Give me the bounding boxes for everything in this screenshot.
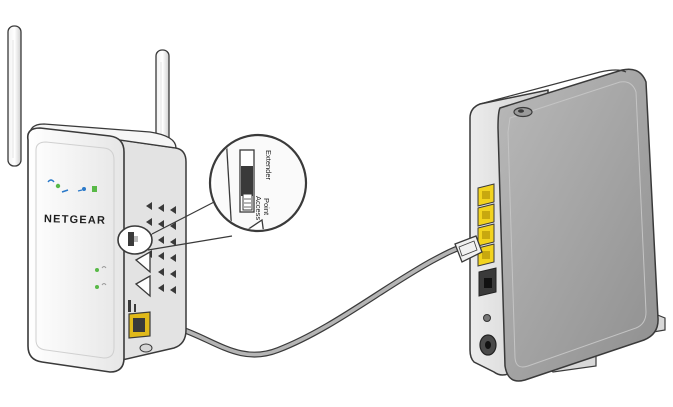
callout-label-point: Point xyxy=(262,198,271,216)
extender-power-socket xyxy=(140,344,152,352)
brand-logo: NETGEAR xyxy=(44,213,106,227)
side-marking xyxy=(134,304,136,312)
callout-label-access: Access xyxy=(254,196,263,220)
mode-switch-icon xyxy=(118,226,152,254)
router xyxy=(470,69,665,381)
ethernet-port xyxy=(129,312,150,338)
callout-label-extender: Extender xyxy=(264,150,273,181)
extender-front xyxy=(28,128,124,372)
antenna-icon xyxy=(8,26,21,166)
ethernet-cable xyxy=(178,247,462,355)
extender: NETGEAR xyxy=(8,26,186,372)
side-marking xyxy=(128,300,131,312)
ethernet-cable-icon xyxy=(156,236,482,355)
router-reset-hole xyxy=(484,315,491,322)
